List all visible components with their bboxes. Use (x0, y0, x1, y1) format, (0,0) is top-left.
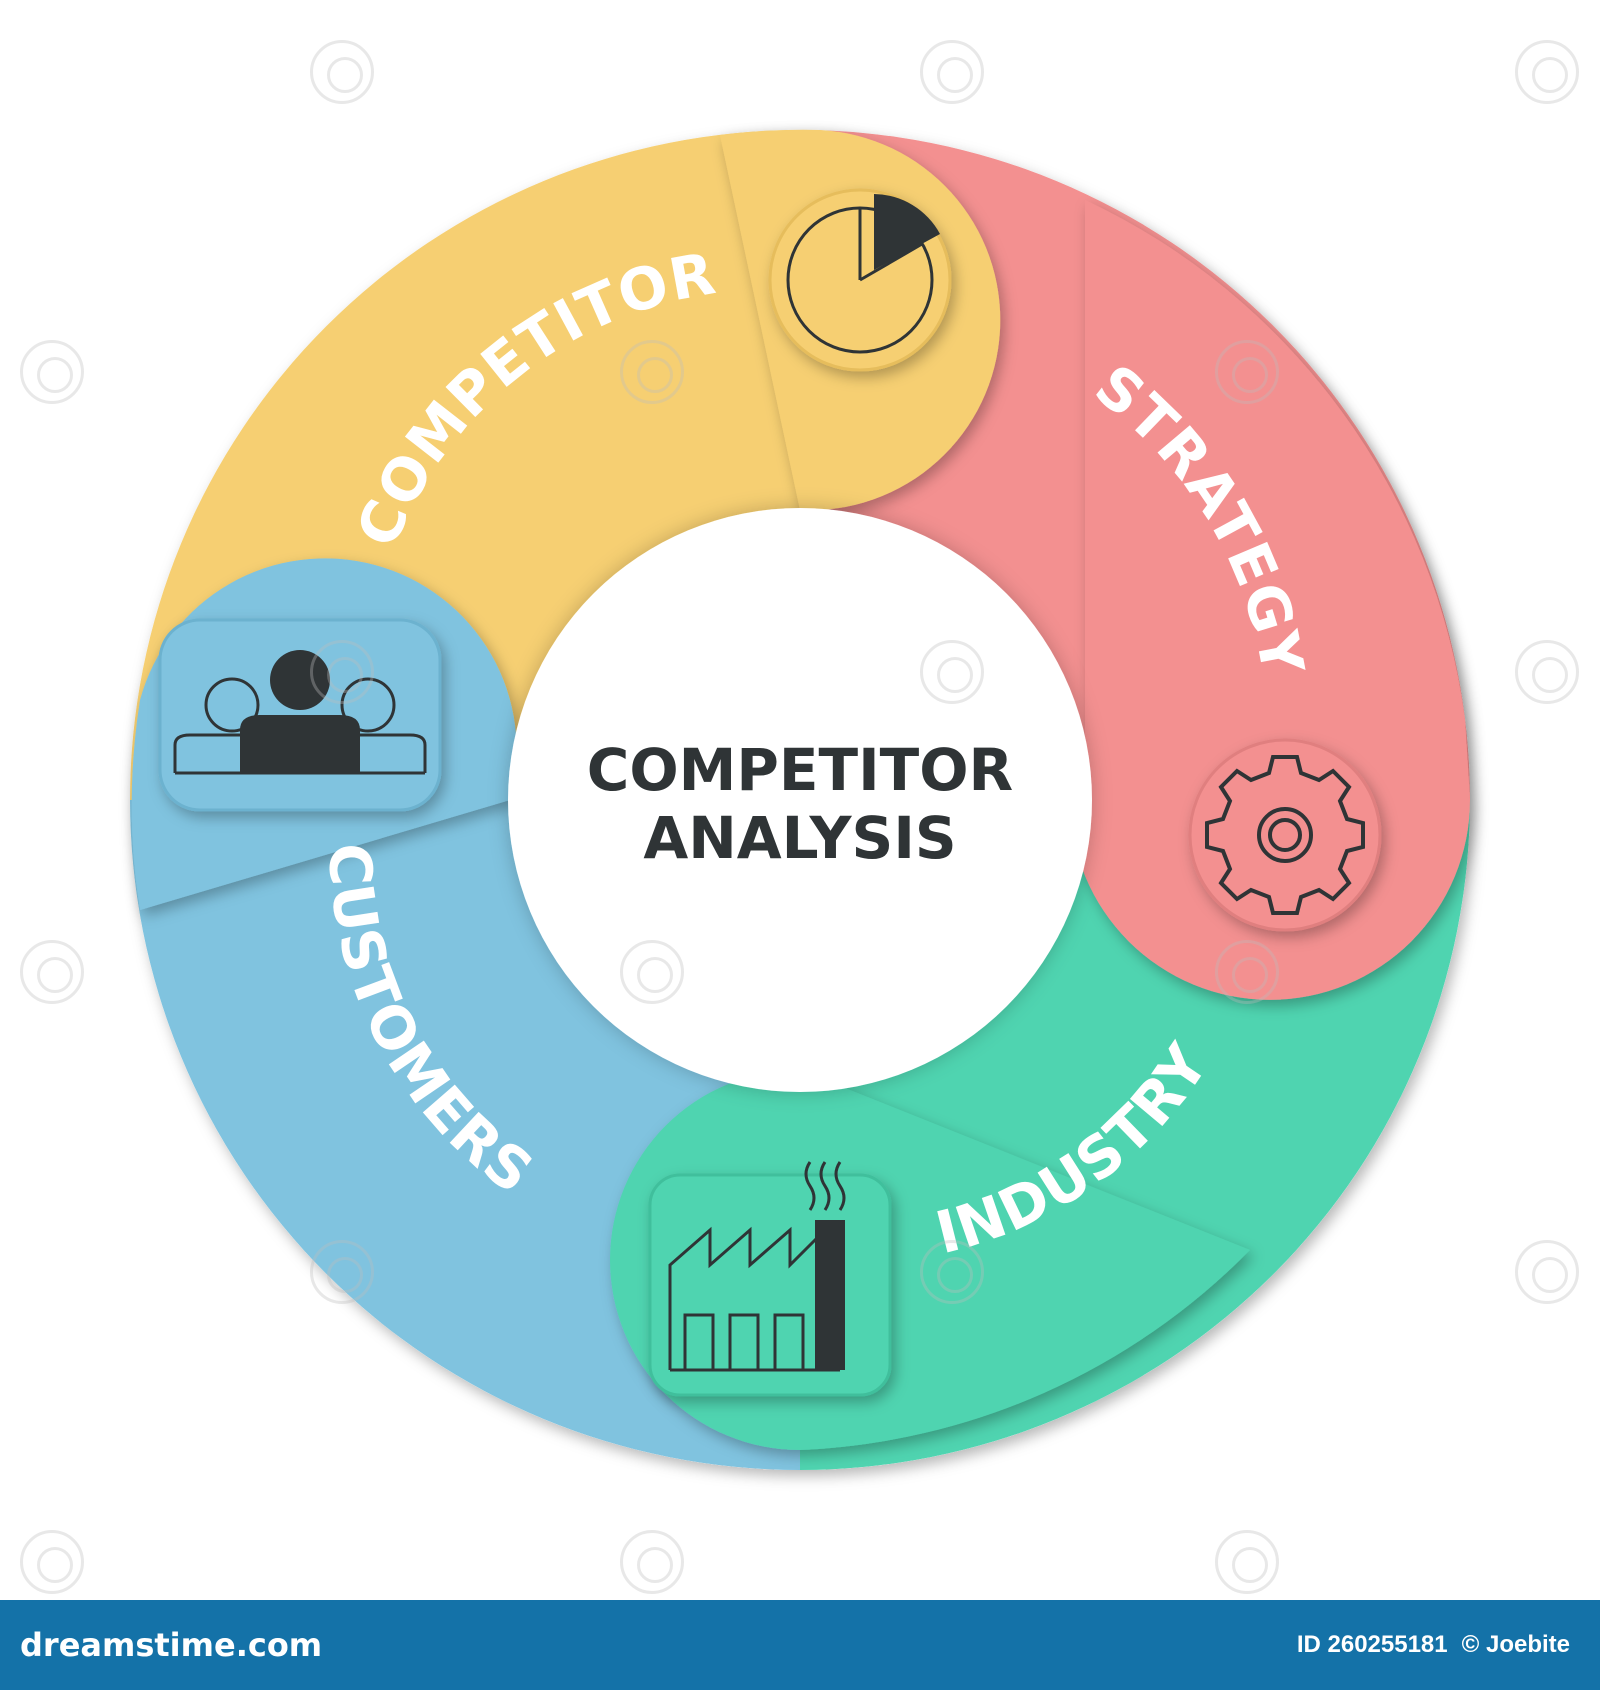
watermark-icon (920, 40, 984, 104)
watermark-icon (1215, 340, 1279, 404)
watermark-icon (1515, 640, 1579, 704)
watermark-icon (20, 340, 84, 404)
watermark-icon (310, 640, 374, 704)
watermark-icon (1515, 1240, 1579, 1304)
watermark-icon (20, 1530, 84, 1594)
footer-image-id: ID 260255181 (1296, 1631, 1448, 1658)
watermark-icon (310, 1240, 374, 1304)
watermark-icon (920, 1240, 984, 1304)
pie-chart-icon (768, 188, 952, 372)
center-title-line-1: COMPETITOR (587, 736, 1013, 804)
watermark-icon (310, 40, 374, 104)
people-group-icon (158, 618, 442, 812)
footer-bar: dreamstime.com ID 260255181 © Joebite (0, 1600, 1600, 1690)
footer-author[interactable]: © Joebite (1461, 1631, 1570, 1658)
competitor-analysis-diagram: COMPETITOR ANALYSIS COMPETITOR STRATEGY … (130, 129, 1470, 1470)
watermark-icon (1215, 1530, 1279, 1594)
watermark-icon (20, 940, 84, 1004)
footer-credit: ID 260255181 © Joebite (1297, 1631, 1570, 1659)
watermark-icon (1215, 940, 1279, 1004)
watermark-icon (620, 940, 684, 1004)
center-title-line-2: ANALYSIS (643, 804, 956, 872)
watermark-icon (620, 340, 684, 404)
watermark-icon (1515, 40, 1579, 104)
watermark-icon (620, 1530, 684, 1594)
watermark-icon (920, 640, 984, 704)
factory-icon (648, 1161, 892, 1397)
gear-icon (1188, 738, 1382, 932)
footer-brand[interactable]: dreamstime.com (20, 1626, 323, 1664)
